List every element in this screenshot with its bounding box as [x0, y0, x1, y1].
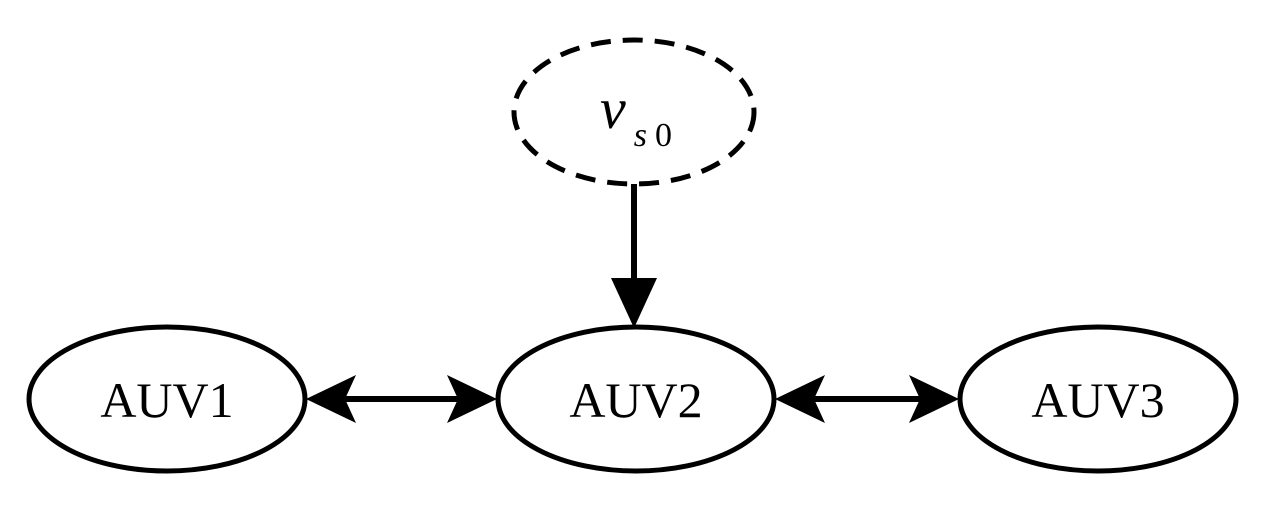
arrowhead-right	[909, 375, 959, 423]
leader-node-label: v s 0	[600, 76, 672, 154]
leader-subscript: s	[634, 117, 647, 154]
arrowhead-down	[611, 278, 657, 328]
leader-node-outline	[511, 37, 757, 187]
arrowhead-left	[306, 375, 356, 423]
edge-auv2-auv3	[775, 375, 959, 423]
node-auv2: AUV2	[495, 324, 777, 474]
arrowhead-right	[447, 375, 497, 423]
leader-subscript-digit: 0	[655, 117, 672, 154]
edge-leader-to-auv2	[611, 184, 657, 328]
leader-symbol: v	[600, 76, 626, 141]
node-auv1-outline	[26, 324, 308, 474]
node-auv3-label: AUV3	[1031, 372, 1164, 428]
node-auv3-outline	[957, 324, 1239, 474]
node-auv3: AUV3	[957, 324, 1239, 474]
node-auv2-label: AUV2	[569, 372, 702, 428]
arrowhead-left	[775, 375, 825, 423]
node-auv2-outline	[495, 324, 777, 474]
node-auv1: AUV1	[26, 324, 308, 474]
edge-auv1-auv2	[306, 375, 497, 423]
node-auv1-label: AUV1	[100, 372, 233, 428]
leader-node: v s 0	[511, 37, 757, 187]
